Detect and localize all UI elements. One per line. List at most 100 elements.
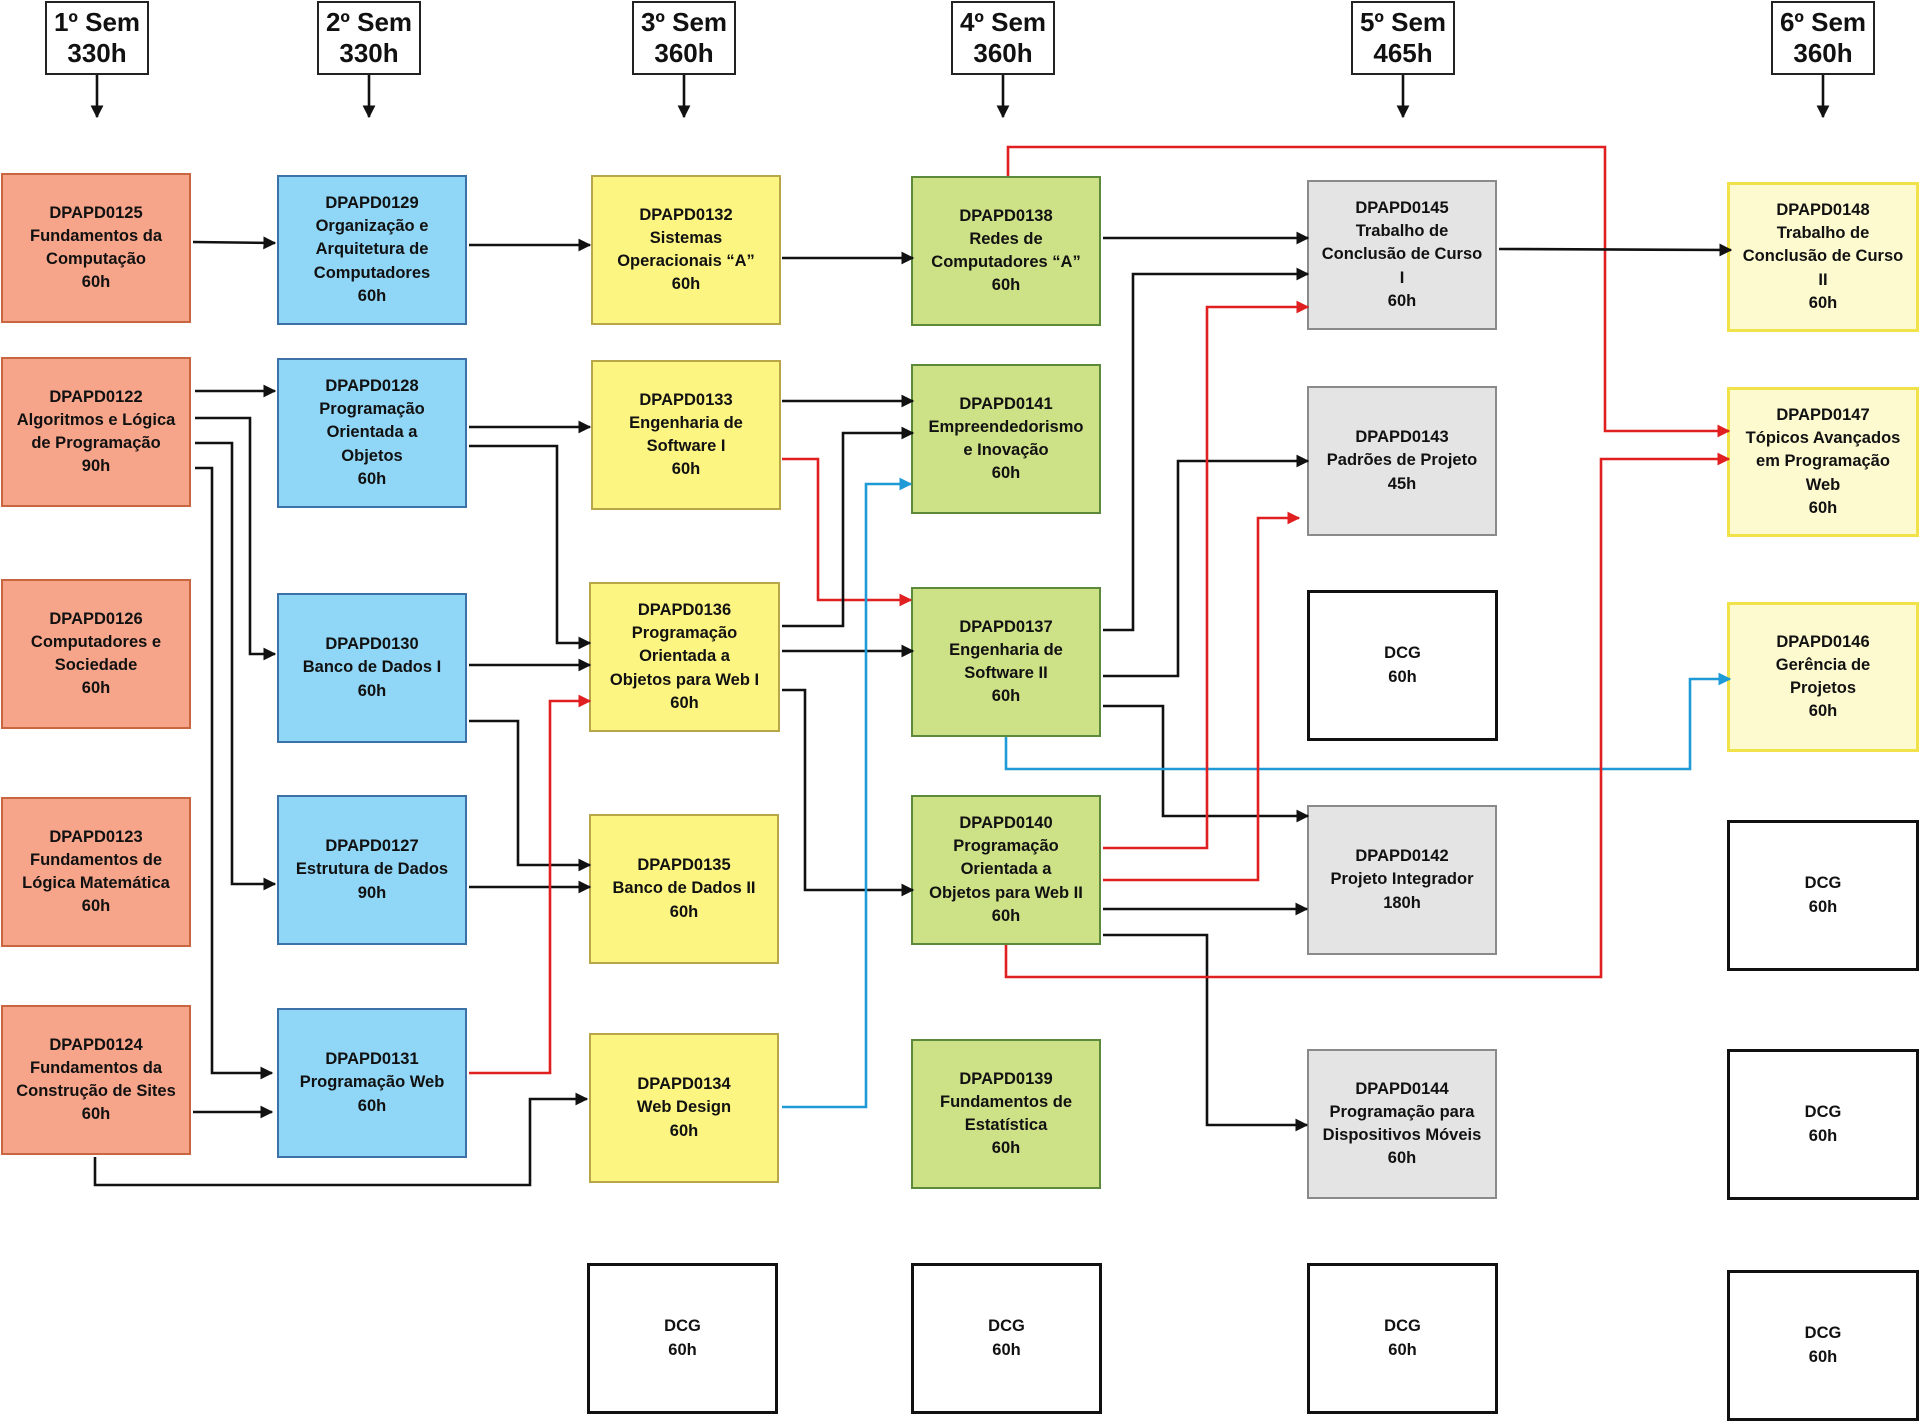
course-hours: 60h [357,469,387,488]
course-hours: 180h [1383,893,1421,912]
course-dcg-sem6-c: DCG 60h [1727,1270,1919,1421]
edge-0145-to-0148 [1498,243,1733,257]
course-code: DCG [1804,1324,1842,1343]
course-code: DPAPD0126 [49,609,143,628]
course-code: DPAPD0128 [325,377,419,396]
course-hours: 60h [357,286,387,305]
course-code: DPAPD0134 [637,1075,731,1094]
course-code: DCG [1384,644,1421,663]
course-hours: 60h [1808,897,1838,916]
course-title-line: de Programação [31,434,161,452]
edge-0140-to-0145 [1103,300,1310,850]
course-title-line: Sociedade [54,656,138,674]
course-title-line: Banco de Dados II [612,879,756,898]
edge-0134-to-0141 [782,477,913,1109]
course-hours: 60h [991,276,1021,295]
course-title-line: Web Design [636,1098,732,1117]
course-title-line: Web [1805,475,1841,494]
semester-hours: 330h [339,38,399,68]
course-title-line: Trabalho de [1776,224,1870,243]
course-title-line: Computadores e [30,632,162,651]
course-hours: 60h [992,1340,1021,1359]
course-code: DPAPD0122 [49,387,143,406]
course-code: DPAPD0129 [325,194,419,213]
course-code: DPAPD0143 [1355,428,1449,447]
course-title-line: Gerência de [1775,655,1871,674]
semester-hours: 360h [973,38,1033,68]
edge-0122-to-0131 [195,466,274,1080]
course-hours: 60h [81,273,111,292]
course-code: DPAPD0141 [959,394,1053,413]
course-title-line: Orientada a [960,860,1052,879]
course-code: DPAPD0133 [639,390,733,409]
course-title-line: Banco de Dados I [302,658,442,677]
course-hours: 60h [81,679,111,698]
course-hours: 90h [357,883,387,902]
course-title-line: Operacionais “A” [617,252,755,270]
course-title-line: Computadores “A” [931,253,1081,271]
course-title-line: em Programação [1756,452,1890,471]
course-code: DPAPD0136 [637,601,732,620]
course-title-line: Orientada a [639,647,730,666]
course-title-line: Projeto Integrador [1330,870,1474,889]
edge-0133-to-0137 [782,457,913,607]
course-title-line: Objetos para Web II [929,883,1083,902]
course-title-line: Conclusão de Curso [1321,245,1483,264]
course-title-line: Algoritmos e Lógica [16,410,176,429]
course-hours: 60h [1388,667,1417,686]
semester-name: 5º Sem [1359,7,1447,38]
course-title-line: Tópicos Avançados [1745,429,1901,448]
course-title-line: Redes de [969,229,1043,248]
course-code: DPAPD0138 [959,206,1053,225]
course-code: DPAPD0144 [1355,1079,1449,1098]
course-hours: 60h [1808,498,1838,517]
course-title-line: Objetos [341,446,403,465]
course-code: DPAPD0123 [49,827,143,846]
edge-0140-to-0143 [1103,511,1301,882]
course-hours: 60h [357,1096,387,1115]
course-title-line: Engenharia de [629,413,743,432]
course-hours: 60h [1808,1126,1838,1145]
course-title-line: Computação [46,250,146,268]
course-code: DPAPD0127 [325,837,419,856]
course-code: DPAPD0140 [959,814,1053,833]
course-hours: 60h [1808,1347,1838,1366]
course-title-line: Organização e [315,217,429,236]
course-title-line: Projetos [1789,679,1857,697]
course-title-line: Sistemas [649,228,723,247]
course-title-line: Programação [953,837,1059,856]
course-code: DPAPD0131 [325,1050,419,1069]
edge-0136-to-0140 [782,688,915,897]
course-hours: 60h [669,1121,699,1140]
semester-header-1: 1º Sem 330h [45,1,149,75]
semester-hours: 360h [654,38,714,68]
course-dcg-sem5-a: DCG 60h [1307,590,1498,741]
semester-name: 4º Sem [959,7,1047,38]
course-code: DPAPD0124 [49,1035,143,1054]
course-title-line: Software I [646,437,726,455]
course-code: DPAPD0139 [959,1069,1053,1088]
edge-0140-to-0144 [1103,933,1309,1132]
course-code: DPAPD0145 [1355,199,1449,218]
course-hours: 60h [357,681,387,700]
edge-0128-to-0136 [469,444,592,650]
course-title-line: Fundamentos de [939,1092,1072,1111]
course-title-line: Software II [964,664,1048,682]
course-code: DCG [664,1317,701,1336]
